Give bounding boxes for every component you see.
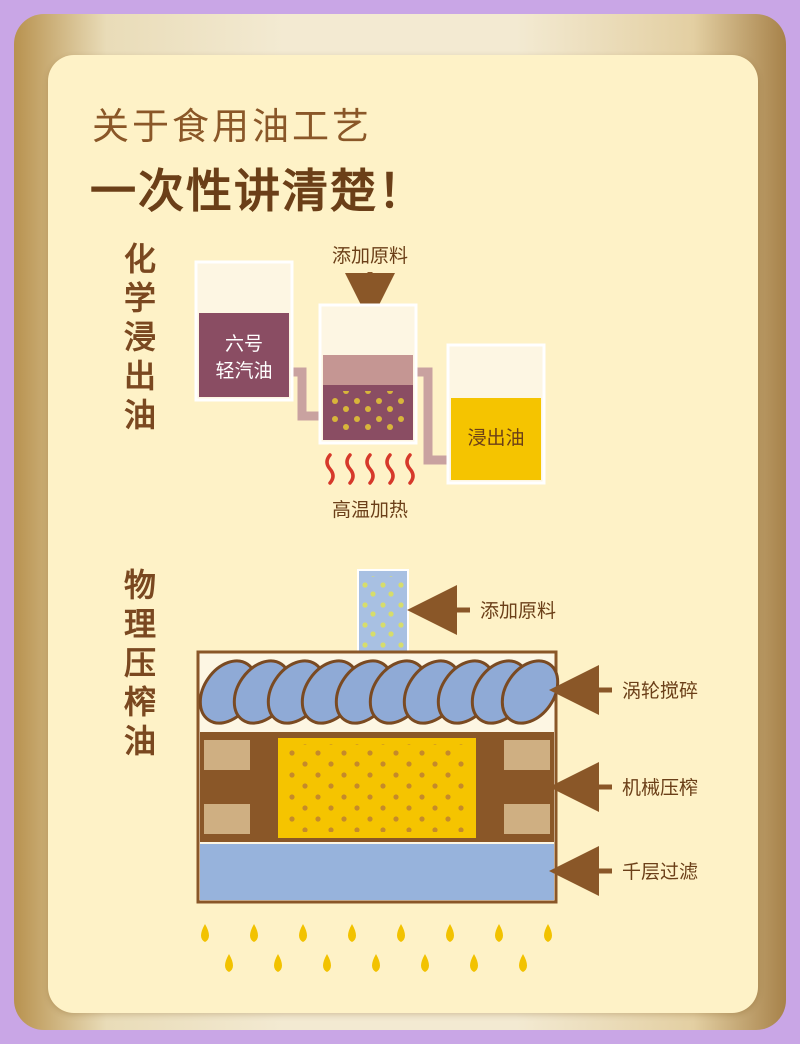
step-crush-label: 涡轮搅碎 xyxy=(622,680,698,702)
press-oil-dots xyxy=(284,744,470,832)
physical-section-label: 物理压榨油 xyxy=(123,566,156,760)
press-block-left-bottom xyxy=(204,804,250,834)
filter-layer xyxy=(200,844,554,900)
step-filter-label: 千层过滤 xyxy=(622,861,698,883)
feed-seeds xyxy=(362,576,404,650)
page-title-line2: 一次性讲清楚！ xyxy=(90,164,426,218)
chemical-add-material-label: 添加原料 xyxy=(332,245,408,267)
solvent-label-line2: 轻汽油 xyxy=(215,360,272,382)
solvent-label-line1: 六号 xyxy=(225,333,263,355)
physical-add-material-label: 添加原料 xyxy=(480,600,556,622)
pipe-tank-to-output xyxy=(414,367,450,465)
tank-seed-dots xyxy=(330,391,406,433)
solvent-liquid xyxy=(199,313,289,397)
step-press-label: 机械压榨 xyxy=(622,777,698,799)
pipe-solvent-to-tank xyxy=(290,367,324,421)
press-block-right-bottom xyxy=(504,804,550,834)
press-block-right-top xyxy=(504,740,550,770)
tank-upper-layer xyxy=(323,355,413,385)
page-title-line1: 关于食用油工艺 xyxy=(92,105,372,148)
output-label: 浸出油 xyxy=(467,427,524,449)
oil-drop-icons xyxy=(201,924,552,972)
output-oil xyxy=(451,398,541,480)
screw-auger xyxy=(198,659,560,725)
press-block-left-top xyxy=(204,740,250,770)
heat-wave-icon xyxy=(325,453,415,485)
heating-label: 高温加热 xyxy=(332,499,408,521)
chemical-section-label: 化学浸出油 xyxy=(123,240,156,434)
